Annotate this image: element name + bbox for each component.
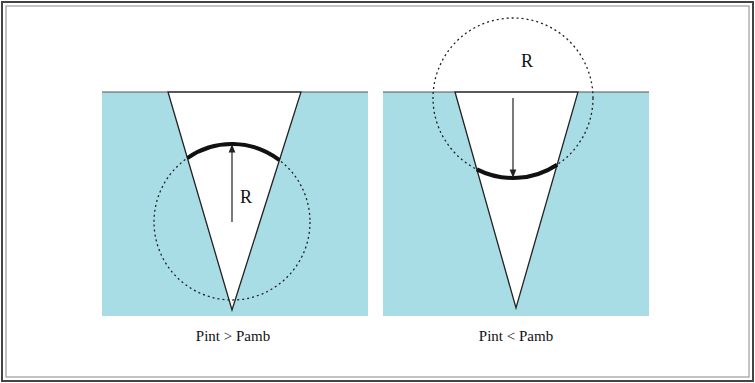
frame bbox=[6, 6, 749, 377]
meniscus bbox=[187, 144, 279, 160]
radius-label: R bbox=[521, 52, 533, 72]
dashed-circle bbox=[433, 18, 593, 178]
pressure-caption: Pint > Pamb bbox=[196, 328, 270, 345]
groove-panel bbox=[383, 18, 649, 316]
liquid-block bbox=[383, 92, 649, 316]
groove-panel bbox=[102, 92, 368, 316]
pressure-caption: Pint < Pamb bbox=[479, 328, 553, 345]
liquid-block bbox=[102, 92, 368, 316]
radius-arrow bbox=[231, 145, 232, 222]
dashed-circle bbox=[154, 144, 310, 300]
v-groove bbox=[168, 92, 301, 310]
v-groove bbox=[455, 92, 578, 308]
radius-arrow bbox=[512, 98, 513, 177]
meniscus bbox=[477, 165, 557, 178]
radius-label: R bbox=[240, 188, 252, 208]
